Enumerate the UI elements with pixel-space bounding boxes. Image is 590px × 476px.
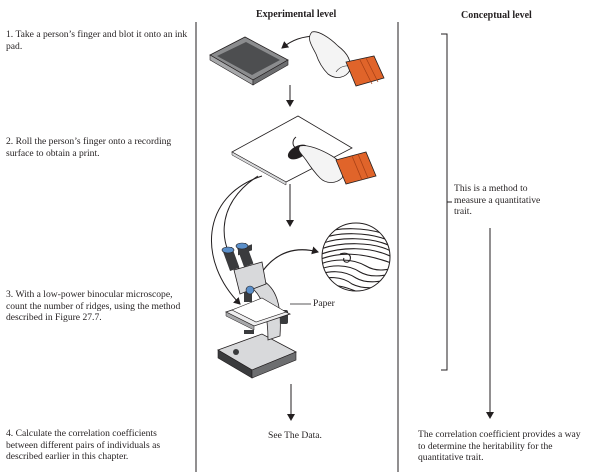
step-2: 2. Roll the person’s finger onto a recor… [6,136,188,159]
arrow-card-to-stage [211,175,263,305]
ink-pad-icon [209,36,289,86]
pointing-hand-icon [309,31,385,87]
microscope-icon [217,242,297,379]
step-2-text: Roll the person’s finger onto a recordin… [6,136,172,159]
pointing-hand-icon-2 [298,145,377,185]
conceptual-bracket [441,33,448,371]
step-3-text: With a low-power binocular microscope, c… [6,289,181,324]
step-4-text: Calculate the correlation coefficients b… [6,428,161,463]
label-see-the-data: See The Data. [268,430,322,441]
arrow-to-magnified [261,246,319,273]
step-1-number: 1. [6,29,14,40]
step-1: 1. Take a person’s finger and blot it on… [6,29,188,52]
conceptual-method-note: This is a method to measure a quantitati… [454,183,541,218]
conceptual-conclusion: The correlation coefficient provides a w… [418,429,581,464]
step-3-number: 3. [6,289,14,300]
header-conceptual-level: Conceptual level [461,10,532,21]
step-4-number: 4. [6,428,14,439]
step-3: 3. With a low-power binocular microscope… [6,289,188,324]
step-1-text: Take a person’s finger and blot it onto … [6,29,188,52]
step-4: 4. Calculate the correlation coefficient… [6,428,188,463]
fingerprint-ridges-icon [321,222,391,292]
label-paper: Paper [313,298,335,309]
header-experimental-level: Experimental level [256,9,337,20]
step-2-number: 2. [6,136,14,147]
